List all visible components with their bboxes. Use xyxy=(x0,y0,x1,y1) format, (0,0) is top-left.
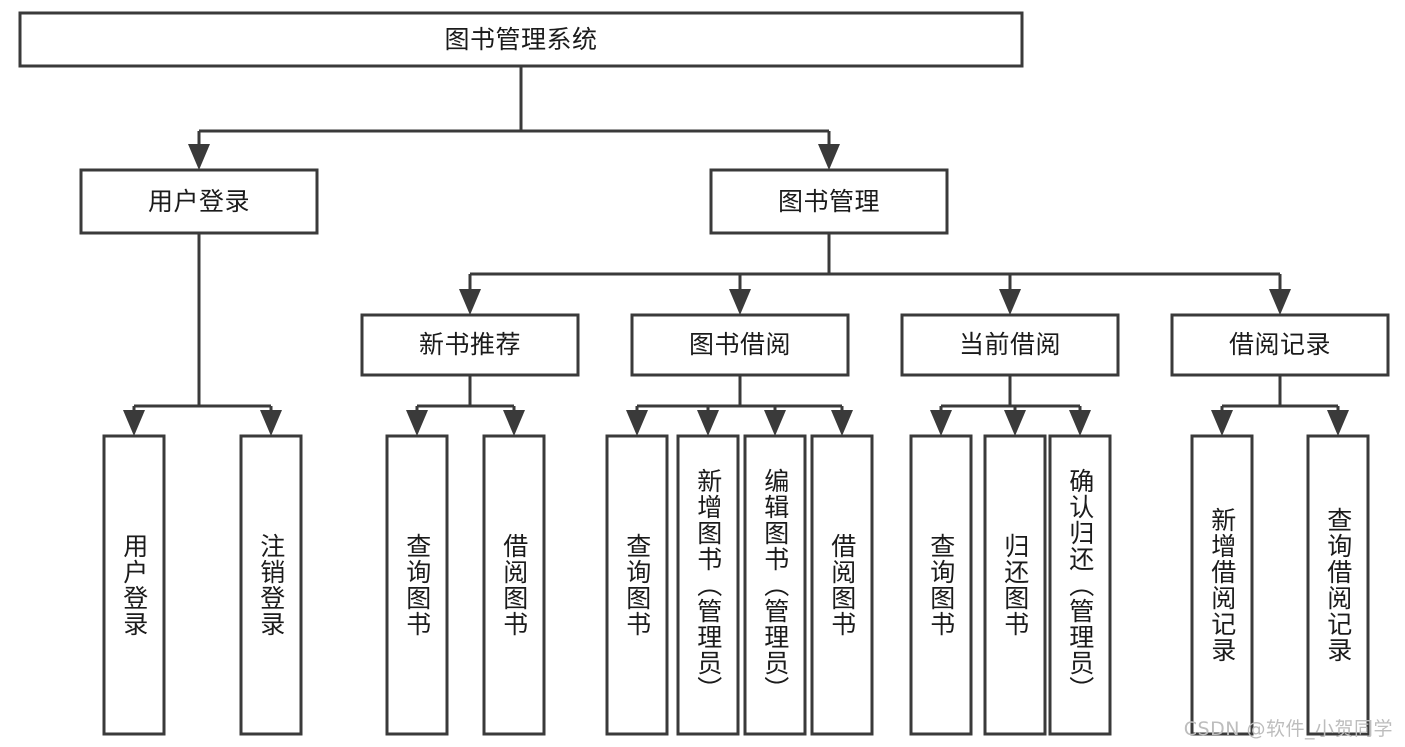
node-box-l-query-record[interactable] xyxy=(1306,434,1370,736)
current-borrow-arrow-0 xyxy=(930,410,952,436)
node-box-root[interactable] xyxy=(18,11,1024,68)
new-book-rec-arrow-0 xyxy=(406,410,428,436)
book-borrow-arrow-3 xyxy=(831,410,853,436)
node-box-l-add-book[interactable] xyxy=(676,434,740,736)
current-borrow-arrow-1 xyxy=(1004,410,1026,436)
book-manage-arrow-2 xyxy=(999,289,1021,315)
csdn-watermark: CSDN @软件_小贺同学 xyxy=(1183,718,1393,740)
node-box-l-confirm-return[interactable] xyxy=(1048,434,1112,736)
new-book-rec-arrow-1 xyxy=(503,410,525,436)
book-manage-arrow-0 xyxy=(459,289,481,315)
node-box-book-borrow[interactable] xyxy=(630,313,850,377)
user-login-arrow-0 xyxy=(123,410,145,436)
node-box-current-borrow[interactable] xyxy=(900,313,1120,377)
node-box-l-borrow-book-2[interactable] xyxy=(810,434,874,736)
node-box-l-edit-book[interactable] xyxy=(743,434,807,736)
node-box-l-query-book-1[interactable] xyxy=(385,434,449,736)
box-layer xyxy=(18,11,1390,736)
node-box-l-return-book[interactable] xyxy=(983,434,1047,736)
book-borrow-arrow-0 xyxy=(626,410,648,436)
connector-layer xyxy=(123,66,1349,436)
root-arrow-0 xyxy=(188,144,210,170)
borrow-record-arrow-0 xyxy=(1211,410,1233,436)
node-box-new-book-rec[interactable] xyxy=(360,313,580,377)
current-borrow-arrow-2 xyxy=(1069,410,1091,436)
book-borrow-arrow-2 xyxy=(764,410,786,436)
node-box-l-add-record[interactable] xyxy=(1190,434,1254,736)
node-box-l-query-book-2[interactable] xyxy=(605,434,669,736)
node-box-leaf-user-login[interactable] xyxy=(102,434,166,736)
node-box-l-borrow-book-1[interactable] xyxy=(482,434,546,736)
node-box-leaf-logout[interactable] xyxy=(239,434,303,736)
root-arrow-1 xyxy=(818,144,840,170)
node-box-user-login[interactable] xyxy=(79,168,319,235)
node-box-book-manage[interactable] xyxy=(709,168,949,235)
book-manage-arrow-3 xyxy=(1269,289,1291,315)
node-box-l-query-book-3[interactable] xyxy=(909,434,973,736)
user-login-arrow-1 xyxy=(260,410,282,436)
book-manage-arrow-1 xyxy=(729,289,751,315)
node-box-borrow-record[interactable] xyxy=(1170,313,1390,377)
borrow-record-arrow-1 xyxy=(1327,410,1349,436)
book-borrow-arrow-1 xyxy=(697,410,719,436)
